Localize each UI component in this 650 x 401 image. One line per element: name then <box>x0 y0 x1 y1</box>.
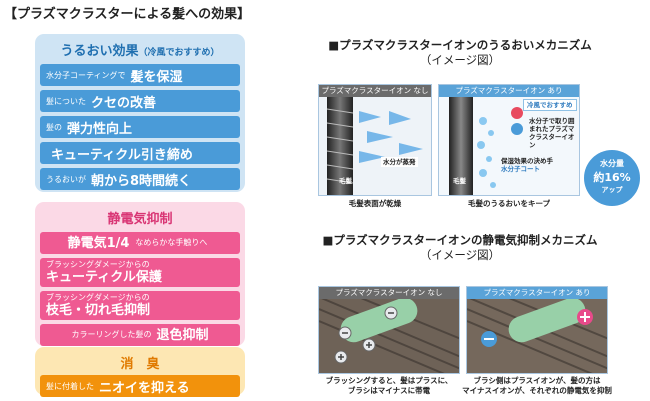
static-without-caption: ブラッシングすると、髪はプラスに、 ブラシはマイナスに帯電 <box>325 376 453 395</box>
moisture-with-diagram: プラズマクラスターイオン あり 冷風でおすすめ 水分子で取り囲まれたプラズマクラ… <box>438 84 580 196</box>
deodor-panel-title: 消 臭 <box>120 357 160 372</box>
moisture-item: 髪についたクセの改善 <box>40 90 240 112</box>
key-label: 保湿効果の決め手 水分子コート <box>501 157 553 173</box>
page-title: 【プラズマクラスターによる髪への効果】 <box>4 7 251 22</box>
moisture-panel: うるおい効果（冷風でおすすめ） 水分子コーティングで髪を保湿 髪についたクセの改… <box>35 34 245 192</box>
static-with-caption: ブラシ側はプラスイオンが、髪の方は マイナスイオンが、それぞれの静電気を抑制 <box>462 376 612 395</box>
moisture-increase-badge: 水分量 約16% アップ <box>584 150 640 206</box>
moisture-item: キューティクル引き締め <box>40 142 240 164</box>
static-mechanism-title: ■プラズマクラスターイオンの静電気抑制メカニズム （イメージ図） <box>322 233 598 262</box>
moisture-item: うるおいが朝から8時間続く <box>40 168 240 190</box>
cold-wind-tag: 冷風でおすすめ <box>523 99 577 111</box>
moisture-mechanism-title: ■プラズマクラスターイオンのうるおいメカニズム （イメージ図） <box>328 38 592 67</box>
dry-hair-illustration <box>326 97 423 195</box>
moisture-without-diagram: プラズマクラスターイオン なし 水分が蒸発 毛髪 <box>318 84 432 196</box>
moisture-panel-title: うるおい効果（冷風でおすすめ） <box>60 44 220 59</box>
moisture-item: 水分子コーティングで髪を保湿 <box>40 64 240 86</box>
static-with-diagram: プラズマクラスターイオン あり <box>466 286 608 374</box>
moisture-with-caption: 毛髪のうるおいをキープ <box>467 199 551 208</box>
moisture-without-caption: 毛髪表面が乾燥 <box>348 199 402 208</box>
deodor-panel: 消 臭 髪に付着したニオイを抑える <box>35 347 245 397</box>
static-without-diagram: プラズマクラスターイオン なし <box>318 286 460 374</box>
molecule-label: 水分子で取り囲まれたプラズマクラスターイオン <box>529 117 575 149</box>
brush-without-illustration <box>319 299 459 373</box>
evaporation-label: 水分が蒸発 <box>381 157 418 167</box>
static-item: ブラッシングダメージからの枝毛・切れ毛抑制 <box>40 291 240 320</box>
static-item: ブラッシングダメージからのキューティクル保護 <box>40 258 240 287</box>
moisture-item: 髪の弾力性向上 <box>40 116 240 138</box>
moist-hair-illustration <box>449 97 523 195</box>
hair-label: 毛髪 <box>453 177 466 185</box>
static-item: カラーリングした髪の退色抑制 <box>40 324 240 346</box>
deodor-item: 髪に付着したニオイを抑える <box>40 375 240 397</box>
static-panel-title: 静電気抑制 <box>107 212 173 227</box>
hair-label: 毛髪 <box>339 177 352 185</box>
brush-with-illustration <box>467 299 607 373</box>
